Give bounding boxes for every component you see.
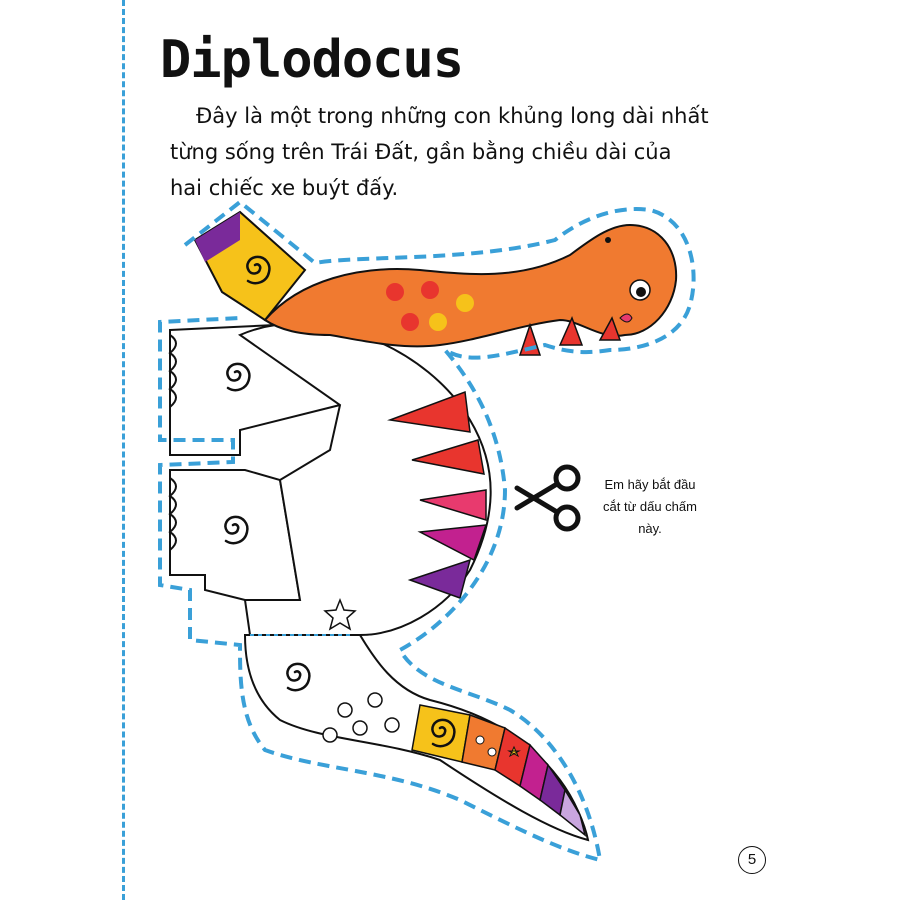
neck-spots [386,281,474,331]
dinosaur-neck [263,223,678,348]
intro-paragraph: Đây là một trong những con khủng long dà… [170,104,709,200]
star-icon [323,597,357,631]
dinosaur-eye [629,279,651,301]
tail-patterns [286,662,587,837]
page-title: Diplodocus [160,30,464,90]
page-number: 5 [738,846,766,874]
belly-stripes [387,390,488,599]
scissors-icon [514,464,581,532]
binding-dashed-line [122,0,125,900]
cut-instruction-note: Em hãy bắt đầu cắt từ dấu chấm này. [603,477,697,536]
cut-line [158,199,696,863]
